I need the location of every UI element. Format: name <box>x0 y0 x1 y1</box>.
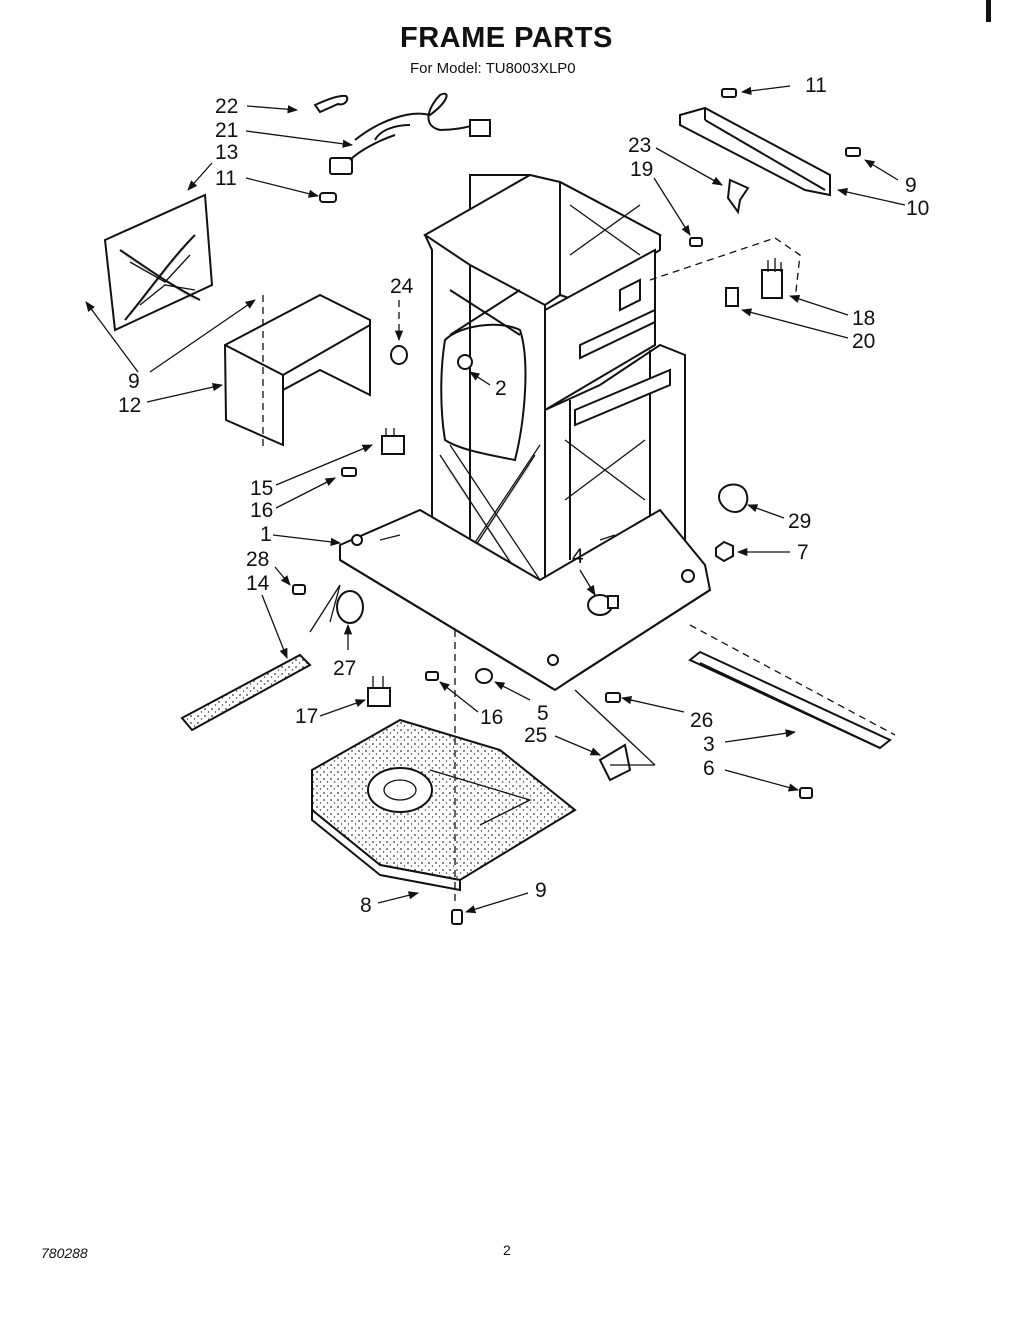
part-6-screw <box>799 787 813 799</box>
part-28-screw <box>292 584 306 595</box>
callout-17: 17 <box>295 705 318 728</box>
callout-29: 29 <box>788 510 811 533</box>
callout-26: 26 <box>690 709 713 732</box>
part-8-base-pan <box>311 630 577 905</box>
callout-5: 5 <box>537 702 549 725</box>
callout-1: 1 <box>260 523 272 546</box>
diagram-code: 780288 <box>41 1245 88 1261</box>
part-23-clip <box>726 178 750 215</box>
part-17-switch <box>367 676 391 707</box>
part-9-screw-bottom <box>451 909 463 925</box>
part-24-grommet <box>390 345 408 365</box>
part-18-switch <box>761 258 783 299</box>
part-12-cover <box>223 293 371 448</box>
callout-12: 12 <box>118 394 141 417</box>
callout-2: 2 <box>495 377 507 400</box>
callout-18: 18 <box>852 307 875 330</box>
part-19-screw <box>689 237 703 247</box>
callout-9-top: 9 <box>905 174 917 197</box>
model-subtitle: For Model: TU8003XLP0 <box>410 60 576 77</box>
part-16-screw-lower <box>425 671 439 681</box>
callout-3: 3 <box>703 733 715 756</box>
callout-8: 8 <box>360 894 372 917</box>
part-11-screw-top <box>721 88 737 98</box>
part-5-nut <box>475 668 493 684</box>
callout-4: 4 <box>572 545 584 568</box>
part-7-nut <box>715 540 734 563</box>
callout-11-top: 11 <box>805 74 827 97</box>
part-16-screw <box>341 467 357 477</box>
callout-22: 22 <box>215 95 238 118</box>
part-22-clamp <box>313 94 349 114</box>
callout-labels: 22 21 13 11 9 12 24 2 15 16 1 28 14 27 1… <box>118 74 929 917</box>
part-4-pressure-switch <box>587 594 619 616</box>
page-title: FRAME PARTS <box>400 22 613 54</box>
callout-9: 9 <box>128 370 140 393</box>
part-10-bracket <box>679 106 831 197</box>
callout-28: 28 <box>246 548 269 571</box>
part-25-actuator <box>598 743 632 782</box>
callout-16: 16 <box>250 499 273 522</box>
main-frame <box>339 173 712 692</box>
callout-19: 19 <box>630 158 653 181</box>
part-29-grommet <box>718 483 749 514</box>
callout-16-lower: 16 <box>480 706 503 729</box>
callout-23: 23 <box>628 134 651 157</box>
callout-7: 7 <box>797 541 809 564</box>
callout-10: 10 <box>906 197 929 220</box>
part-3-rail <box>688 624 896 750</box>
part-21-power-cord <box>329 92 491 175</box>
part-27-motor-mount <box>336 590 364 624</box>
callout-25: 25 <box>524 724 547 747</box>
scan-edge-mark <box>986 0 991 22</box>
part-26-screw <box>605 692 621 703</box>
part-11-screw <box>319 192 337 203</box>
callout-9-bottom: 9 <box>535 879 547 902</box>
callout-11: 11 <box>215 167 237 190</box>
part-20-insulator <box>725 287 739 307</box>
callout-21: 21 <box>215 119 238 142</box>
callout-24: 24 <box>390 275 414 298</box>
page-number: 2 <box>503 1242 511 1258</box>
callout-6: 6 <box>703 757 715 780</box>
callout-20: 20 <box>852 330 875 353</box>
callout-13: 13 <box>215 141 238 164</box>
part-14-rail <box>180 653 312 732</box>
part-9-screw-top <box>845 147 861 157</box>
part-15-switch <box>381 428 405 455</box>
callout-14: 14 <box>246 572 270 595</box>
callout-27: 27 <box>333 657 356 680</box>
leader-lines <box>85 85 906 914</box>
part-13-side-panel <box>103 193 214 332</box>
callout-15: 15 <box>250 477 273 500</box>
